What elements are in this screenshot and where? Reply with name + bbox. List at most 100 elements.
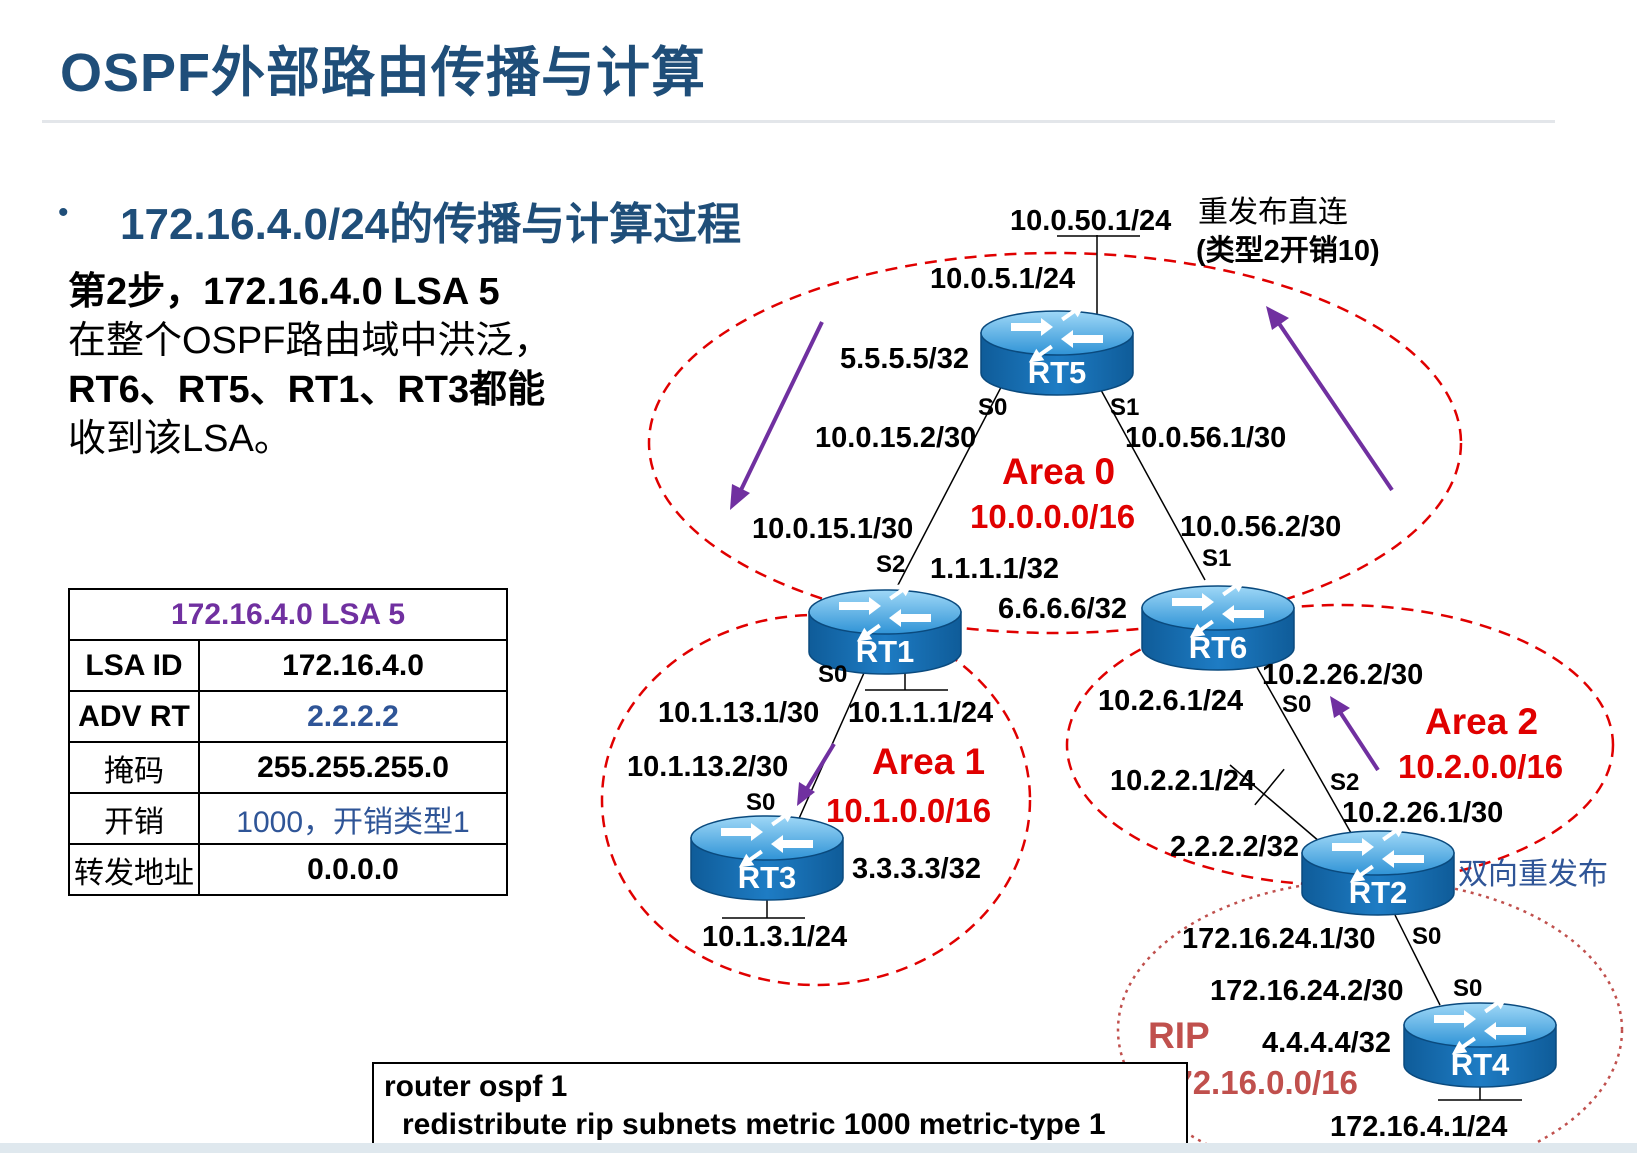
area2-network: 10.2.0.0/16 — [1398, 748, 1563, 785]
table-row: 转发地址 0.0.0.0 — [68, 843, 508, 896]
link-rt5-rt6 — [1089, 369, 1206, 581]
type2-cost-note: (类型2开销10) — [1196, 234, 1380, 267]
lsa-value-lsa-id: 172.16.4.0 — [198, 639, 508, 692]
rt1-s0-address: 10.1.13.1/30 — [658, 697, 819, 729]
area2-boundary — [1065, 603, 1615, 887]
rt4-s0-label: S0 — [1453, 975, 1482, 1002]
step-line-4: 收到该LSA。 — [68, 418, 292, 460]
rt2-s2-address: 10.2.26.1/30 — [1342, 797, 1503, 829]
rip-network: 172.16.0.0/16 — [1156, 1064, 1358, 1101]
rip-name: RIP — [1148, 1015, 1210, 1056]
rt6-s0-address: 10.2.26.2/30 — [1262, 659, 1423, 691]
rt2-lan-address: 10.2.2.1/24 — [1110, 765, 1255, 797]
area0-name: Area 0 — [1002, 451, 1115, 492]
rt6-s1-address: 10.0.56.2/30 — [1180, 511, 1341, 543]
router-rt4-label: RT4 — [1451, 1047, 1510, 1082]
rt5-loopback: 5.5.5.5/32 — [840, 343, 969, 375]
flood-arrow-rt1-to-rt3-icon — [797, 742, 836, 806]
router-rt5-label: RT5 — [1028, 355, 1087, 390]
rt4-loopback: 4.4.4.4/32 — [1262, 1027, 1391, 1059]
lsa-table: 172.16.4.0 LSA 5 LSA ID 172.16.4.0 ADV R… — [68, 588, 508, 896]
router-rt5: RT5 — [980, 297, 1134, 396]
rt3-loopback: 3.3.3.3/32 — [852, 853, 981, 885]
bullet-icon: • — [58, 196, 69, 229]
area2-name: Area 2 — [1425, 701, 1538, 742]
lsa-value-forward-address: 0.0.0.0 — [198, 843, 508, 896]
router-rt1-label: RT1 — [856, 634, 915, 669]
router-rt4: RT4 — [1403, 989, 1557, 1088]
rt1-s2-address: 10.0.15.1/30 — [752, 513, 913, 545]
rt6-s1-label: S1 — [1202, 545, 1231, 572]
rt2-s0-address: 172.16.24.1/30 — [1182, 923, 1376, 955]
title-divider — [42, 120, 1555, 123]
footer-bar — [0, 1143, 1637, 1153]
rt5-s0-label: S0 — [978, 394, 1007, 421]
rt5-s1-address: 10.0.56.1/30 — [1125, 422, 1286, 454]
table-row: ADV RT 2.2.2.2 — [68, 690, 508, 743]
flood-arrow-rt5-to-rt1-icon — [730, 321, 824, 510]
lsa-key-forward-address: 转发地址 — [68, 843, 200, 896]
router-rt1: RT1 — [808, 576, 962, 675]
rt5-s1-label: S1 — [1110, 394, 1139, 421]
router-rt2: RT2 — [1301, 817, 1455, 916]
redistribute-connected-note: 重发布直连 — [1198, 196, 1348, 229]
lsa-key-cost: 开销 — [68, 792, 200, 845]
table-row: 开销 1000，开销类型1 — [68, 792, 508, 845]
rt1-s2-label: S2 — [876, 551, 905, 578]
step-line-2: 在整个OSPF路由域中洪泛， — [68, 320, 552, 362]
rt4-lan-address: 172.16.4.1/24 — [1330, 1111, 1507, 1143]
rt6-lan-address: 10.2.6.1/24 — [1098, 685, 1243, 717]
router-rt6-label: RT6 — [1189, 630, 1248, 665]
area1-network: 10.1.0.0/16 — [826, 792, 991, 829]
lsa-value-mask: 255.255.255.0 — [198, 741, 508, 794]
lsa-table-header: 172.16.4.0 LSA 5 — [68, 588, 508, 641]
rt5-lan-address: 10.0.50.1/24 — [1010, 205, 1171, 237]
lsa-value-adv-rt: 2.2.2.2 — [198, 690, 508, 743]
flood-arrow-rt2-to-rt6-icon — [1330, 696, 1380, 772]
rt1-lan-address: 10.1.1.1/24 — [848, 697, 993, 729]
link-rt5-rt1 — [897, 369, 1011, 586]
rt3-s0-label: S0 — [746, 789, 775, 816]
table-row: LSA ID 172.16.4.0 — [68, 639, 508, 692]
rt2-s2-label: S2 — [1330, 769, 1359, 796]
rt6-loopback: 6.6.6.6/32 — [998, 593, 1127, 625]
rt5-s0-address: 10.0.15.2/30 — [815, 422, 976, 454]
rt1-s0-label: S0 — [818, 661, 847, 688]
rt1-loopback: 1.1.1.1/32 — [930, 553, 1059, 585]
step-description: 第2步，172.16.4.0 LSA 5 在整个OSPF路由域中洪泛， RT6、… — [68, 268, 551, 464]
step-line-1: 第2步，172.16.4.0 LSA 5 — [68, 271, 500, 313]
router-rt3-label: RT3 — [738, 860, 797, 895]
config-box: router ospf 1 redistribute rip subnets m… — [372, 1062, 1188, 1146]
config-line-1: router ospf 1 — [384, 1070, 568, 1103]
rt3-s0-address: 10.1.13.2/30 — [627, 751, 788, 783]
router-rt3: RT3 — [690, 802, 844, 901]
rt2-loopback: 2.2.2.2/32 — [1170, 831, 1299, 863]
rt4-s0-address: 172.16.24.2/30 — [1210, 975, 1404, 1007]
rt2-s0-label: S0 — [1412, 923, 1441, 950]
config-line-2: redistribute rip subnets metric 1000 met… — [402, 1108, 1106, 1141]
area0-network: 10.0.0.0/16 — [970, 498, 1135, 535]
lan-segment-rt2 — [1254, 768, 1285, 806]
lsa-table-header-row: 172.16.4.0 LSA 5 — [68, 588, 508, 641]
link-rt2-lan — [1229, 764, 1321, 843]
rt3-lan-address: 10.1.3.1/24 — [702, 921, 847, 953]
flood-arrow-rt6-to-rt5-icon — [1266, 306, 1394, 492]
bidirectional-redistribute-note: 双向重发布 — [1458, 858, 1608, 891]
router-rt2-label: RT2 — [1349, 875, 1408, 910]
area1-name: Area 1 — [872, 741, 985, 782]
router-rt6: RT6 — [1141, 572, 1295, 671]
subtitle: 172.16.4.0/24的传播与计算过程 — [120, 200, 742, 249]
page-title: OSPF外部路由传播与计算 — [60, 43, 707, 103]
step-line-3: RT6、RT5、RT1、RT3都能 — [68, 369, 546, 411]
lsa-key-adv-rt: ADV RT — [68, 690, 200, 743]
lsa-key-lsa-id: LSA ID — [68, 639, 200, 692]
lsa-key-mask: 掩码 — [68, 741, 200, 794]
table-row: 掩码 255.255.255.0 — [68, 741, 508, 794]
link-rt2-rt4 — [1394, 914, 1441, 1006]
lsa-value-cost: 1000，开销类型1 — [198, 792, 508, 845]
rt5-e0-address: 10.0.5.1/24 — [930, 263, 1075, 295]
rt6-s0-label: S0 — [1282, 691, 1311, 718]
link-rt6-rt2 — [1249, 654, 1356, 841]
area0-boundary — [647, 251, 1463, 635]
